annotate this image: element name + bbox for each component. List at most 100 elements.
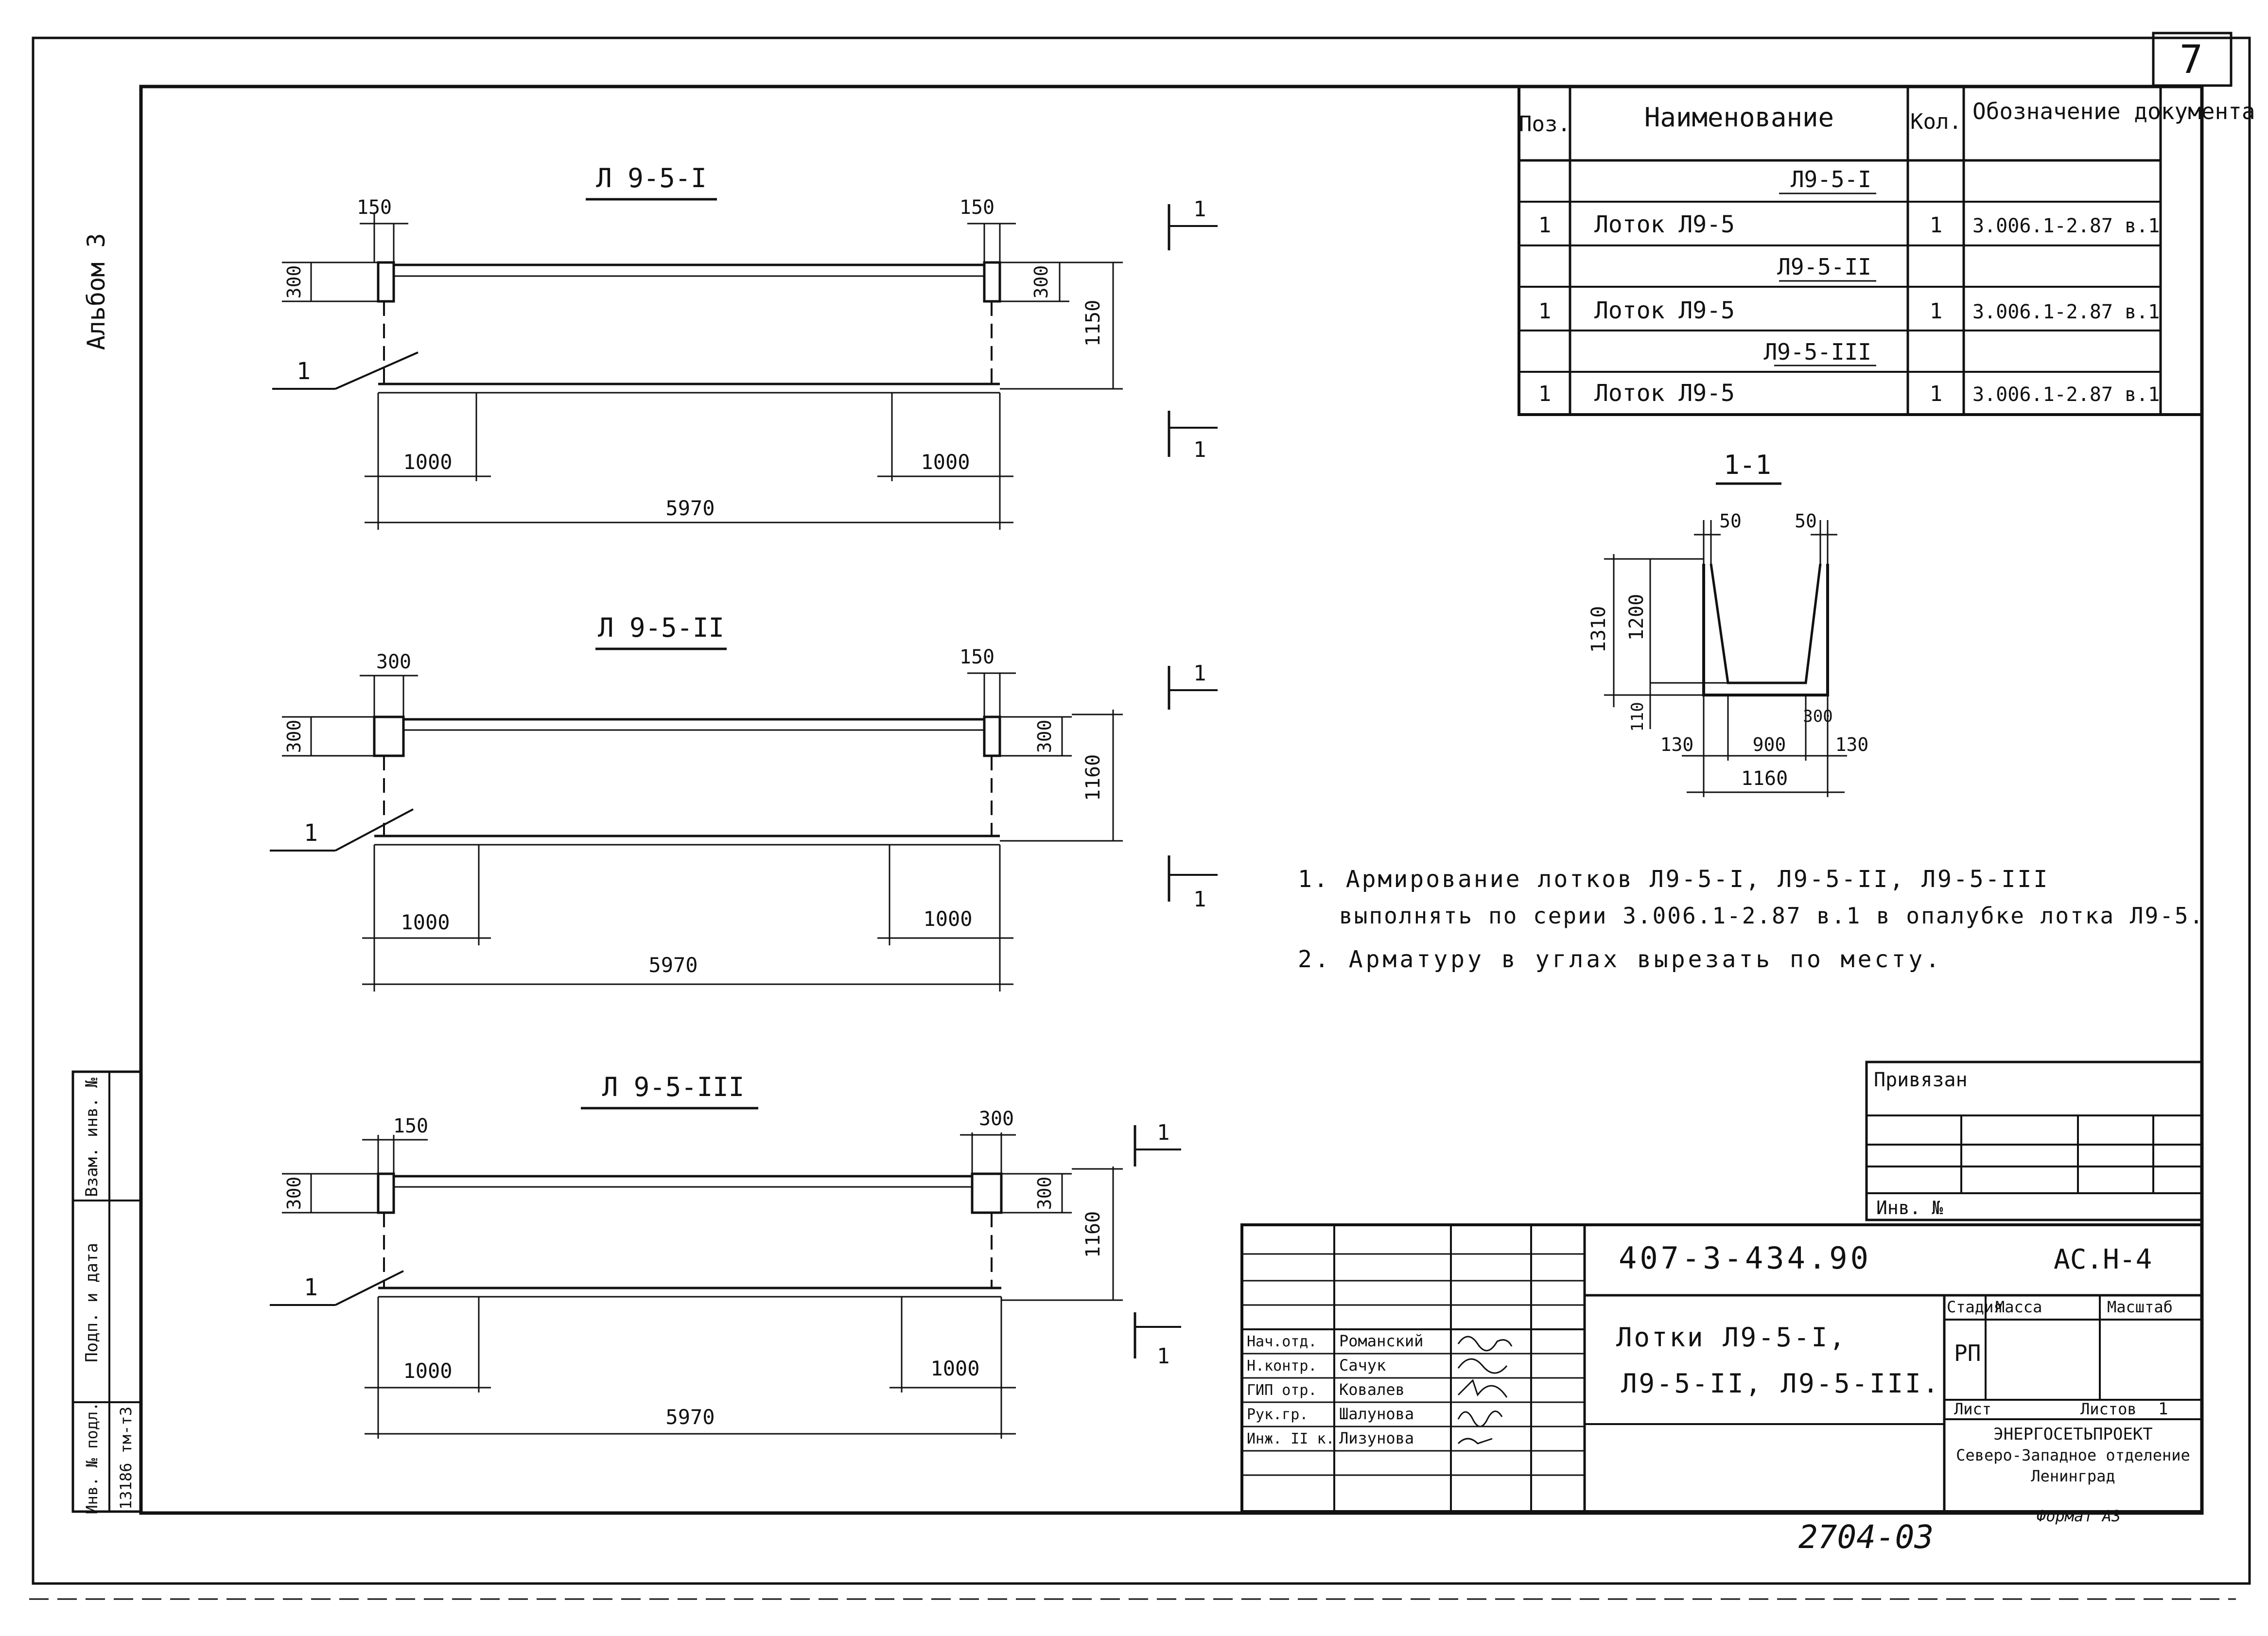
spec-group-3-doc: 3.006.1-2.87 в.1 xyxy=(1972,383,2160,406)
spec-group-3-name: Лоток Л9-5 xyxy=(1594,380,1735,407)
signer-3-name: Ковалев xyxy=(1339,1380,1405,1399)
signer-5-role: Инж. II к. xyxy=(1247,1430,1335,1447)
view-2-length: 5970 xyxy=(648,953,698,977)
view-1-total-height-dim: 1150 xyxy=(1082,300,1104,347)
signer-3-role: ГИП отр. xyxy=(1247,1382,1317,1399)
album-label: Альбом 3 xyxy=(82,233,110,350)
spec-group-2-qty: 1 xyxy=(1930,299,1943,324)
view-1-span-right: 1000 xyxy=(921,450,970,474)
spec-header-qty: Кол. xyxy=(1910,109,1962,134)
view-1-callout: 1 xyxy=(297,358,311,385)
view-1-title: Л 9-5-I xyxy=(596,163,707,193)
note-2: 2. Арматуру в углах вырезать по месту. xyxy=(1298,946,1942,973)
spec-group-2-title: Л9-5-II xyxy=(1777,254,1871,280)
signer-2-name: Сачук xyxy=(1339,1356,1386,1375)
page-number: 7 xyxy=(2180,37,2203,82)
sheets-label: Листов xyxy=(2080,1400,2137,1418)
format-label: Формат А3 xyxy=(2037,1507,2121,1525)
section-wall-top-right: 50 xyxy=(1795,510,1817,532)
view-2-callout: 1 xyxy=(304,819,318,847)
section-bottom-right: 300 xyxy=(1803,707,1832,726)
note-1-line-1: 1. Армирование лотков Л9-5-I, Л9-5-II, Л… xyxy=(1298,866,2049,893)
spec-header-pos: Поз. xyxy=(1519,112,1570,137)
spec-header-doc: Обозначение документа xyxy=(1972,98,2255,124)
section-profile-inner xyxy=(1710,563,1822,684)
side-stamp-inv-value: 13186 тм-т3 xyxy=(117,1407,135,1510)
view-1-length: 5970 xyxy=(665,496,715,520)
notes: 1. Армирование лотков Л9-5-I, Л9-5-II, Л… xyxy=(1298,866,2204,973)
view-3-left-height-dim: 300 xyxy=(283,1177,305,1210)
section-1-1: 1-1 50 50 1310 1200 110 130 900 130 300 xyxy=(1588,450,1868,797)
view-2-left-height-dim: 300 xyxy=(283,720,305,753)
spec-group-1-title: Л9-5-I xyxy=(1791,166,1871,192)
sheet-frame-inner xyxy=(139,85,2204,1515)
note-1-line-2: выполнять по серии 3.006.1-2.87 в.1 в оп… xyxy=(1339,903,2204,929)
view-2: Л 9-5-II 300 150 300 300 1160 1 xyxy=(270,612,1218,992)
view-2-section-mark-top: 1 xyxy=(1193,661,1206,686)
signature-3 xyxy=(1457,1379,1508,1398)
drawing-title-2: Л9-5-II, Л9-5-III. xyxy=(1621,1368,1940,1399)
binding-box: Привязан Инв. № xyxy=(1865,1061,2203,1221)
sheet-label: Лист xyxy=(1954,1400,1991,1418)
signature-2 xyxy=(1457,1358,1508,1374)
view-3-right-height-dim: 300 xyxy=(1034,1177,1055,1210)
view-3-span-left: 1000 xyxy=(403,1359,452,1383)
spec-table: Поз. Наименование Кол. Обозначение докум… xyxy=(1518,85,2255,416)
view-3-left-top-dim: 150 xyxy=(393,1115,428,1137)
view-2-right-height-dim: 300 xyxy=(1034,720,1055,753)
side-stamp-replace-inv: Взам. инв. № xyxy=(82,1078,102,1197)
view-2-right-end xyxy=(983,715,1001,757)
view-2-right-top-dim: 150 xyxy=(960,646,994,668)
side-stamp-sign-date: Подп. и дата xyxy=(82,1243,102,1362)
view-1-right-end xyxy=(983,261,1001,303)
view-3: Л 9-5-III 150 300 300 300 1160 1 xyxy=(270,1072,1181,1439)
org-line-3: Ленинград xyxy=(2031,1467,2115,1485)
drawing-title-1: Лотки Л9-5-I, xyxy=(1616,1322,1847,1353)
side-stamp-inv-orig: Инв. № подл. xyxy=(83,1402,101,1514)
title-block: Нач.отд. Романский Н.контр. Сачук ГИП от… xyxy=(1240,1223,2203,1513)
view-1: Л 9-5-I 150 150 300 300 1150 1 xyxy=(272,163,1218,530)
stage-value: РП xyxy=(1954,1340,1981,1366)
sheet-code: АС.Н-4 xyxy=(2054,1244,2152,1275)
section-total-height: 1310 xyxy=(1588,606,1610,653)
view-3-total-height-dim: 1160 xyxy=(1082,1211,1104,1258)
signer-1-name: Романский xyxy=(1339,1332,1423,1350)
section-inner-height: 1200 xyxy=(1625,594,1648,641)
spec-group-2-name: Лоток Л9-5 xyxy=(1594,297,1735,324)
view-3-left-end xyxy=(377,1172,395,1214)
view-2-title: Л 9-5-II xyxy=(598,612,724,643)
view-3-length: 5970 xyxy=(665,1405,715,1429)
view-3-span-right: 1000 xyxy=(930,1357,979,1380)
view-2-span-right: 1000 xyxy=(923,907,972,931)
section-wall-top-left: 50 xyxy=(1719,510,1742,532)
handwritten-number: 2704-03 xyxy=(1798,1518,1934,1556)
view-1-right-top-dim: 150 xyxy=(960,196,994,219)
view-1-right-height-dim: 300 xyxy=(1030,265,1052,299)
spec-group-1-doc: 3.006.1-2.87 в.1 xyxy=(1972,215,2160,237)
spec-group-1-name: Лоток Л9-5 xyxy=(1594,211,1735,238)
signature-1 xyxy=(1457,1336,1513,1352)
scale-label: Масштаб xyxy=(2107,1298,2173,1316)
org-line-1: ЭНЕРГОСЕТЬПРОЕКТ xyxy=(1993,1425,2153,1444)
section-base-right: 130 xyxy=(1835,734,1869,755)
view-2-left-end xyxy=(373,715,405,757)
view-1-left-height-dim: 300 xyxy=(283,265,305,299)
sheet-frame-outer xyxy=(32,36,2251,1585)
view-3-right-end xyxy=(971,1172,1003,1214)
section-profile-outer xyxy=(1702,564,1829,696)
sheets-value: 1 xyxy=(2158,1399,2168,1419)
view-1-section-mark-top: 1 xyxy=(1193,197,1206,222)
spec-group-2-doc: 3.006.1-2.87 в.1 xyxy=(1972,301,2160,323)
view-3-section-mark-top: 1 xyxy=(1157,1120,1170,1145)
spec-group-1-qty: 1 xyxy=(1930,213,1943,238)
section-width: 1160 xyxy=(1741,767,1788,790)
section-base-middle: 900 xyxy=(1753,734,1786,755)
view-1-section-mark-bottom: 1 xyxy=(1193,437,1206,462)
view-3-title: Л 9-5-III xyxy=(602,1072,745,1102)
signature-5 xyxy=(1457,1438,1493,1445)
spec-group-3-qty: 1 xyxy=(1930,382,1943,406)
spec-group-3-title: Л9-5-III xyxy=(1763,339,1871,365)
view-2-span-left: 1000 xyxy=(401,910,450,934)
signer-4-role: Рук.гр. xyxy=(1247,1406,1308,1423)
spec-group-3-pos: 1 xyxy=(1538,382,1552,406)
